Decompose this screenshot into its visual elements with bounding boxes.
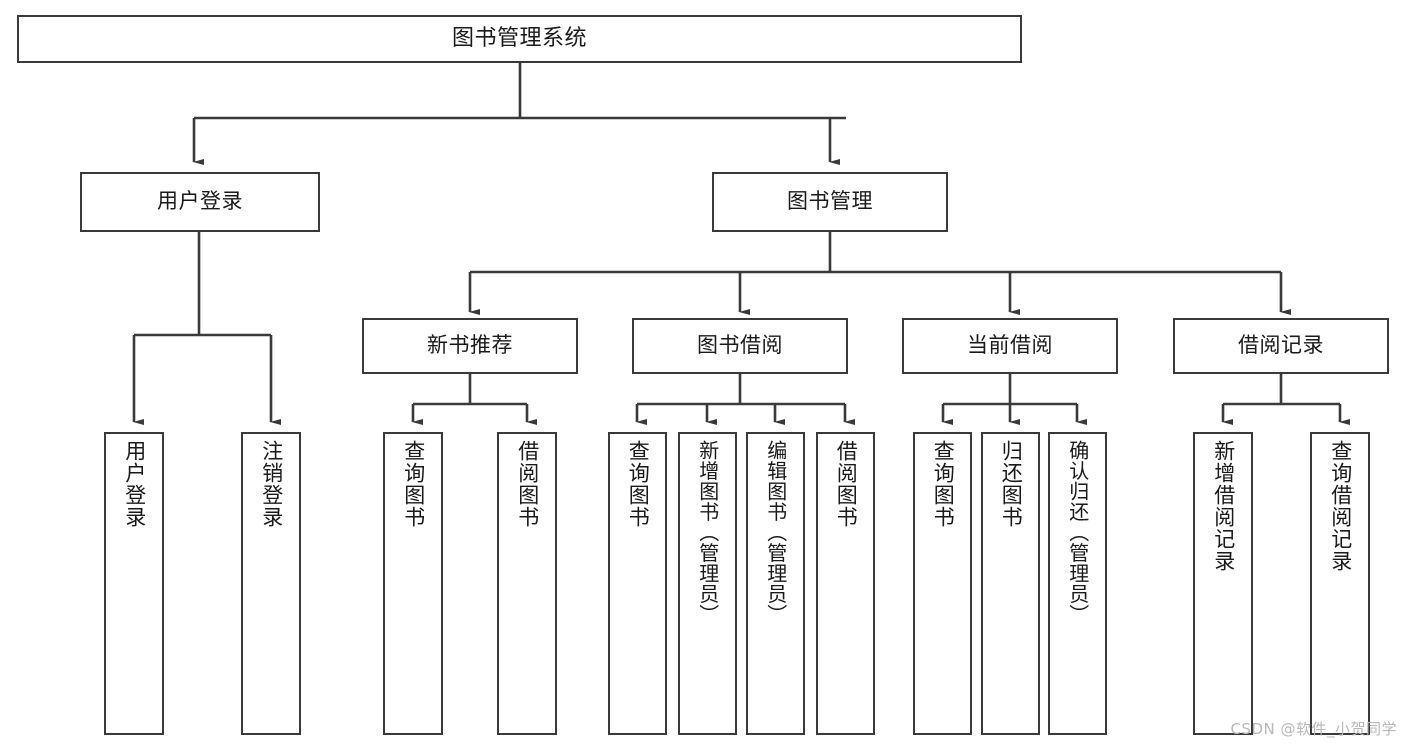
node-label: 新增借阅记录 <box>1211 440 1236 572</box>
node-borrow-record[interactable]: 借阅记录 <box>1173 318 1389 374</box>
node-leaf-user-login[interactable]: 用户登录 <box>104 432 164 735</box>
node-leaf-add-book[interactable]: 新增图书（管理员） <box>678 432 737 735</box>
node-user-login[interactable]: 用户登录 <box>80 172 320 232</box>
node-label: 图书借阅 <box>697 333 783 358</box>
node-label: 归还图书 <box>999 440 1024 528</box>
watermark-text: CSDN @软件_小贺同学 <box>1230 720 1397 738</box>
node-leaf-edit-book[interactable]: 编辑图书（管理员） <box>746 432 805 735</box>
node-book-borrow[interactable]: 图书借阅 <box>632 318 848 374</box>
node-leaf-borrow-book-1[interactable]: 借阅图书 <box>497 432 557 735</box>
node-label: 查询图书 <box>401 440 426 528</box>
node-new-book-recommend[interactable]: 新书推荐 <box>362 318 578 374</box>
node-label: 编辑图书（管理员） <box>763 440 788 625</box>
node-label: 借阅图书 <box>515 440 540 528</box>
node-book-management[interactable]: 图书管理 <box>712 172 948 232</box>
node-label: 注销登录 <box>259 440 284 528</box>
node-label: 图书管理 <box>787 189 873 214</box>
node-leaf-confirm-return[interactable]: 确认归还（管理员） <box>1048 432 1107 735</box>
node-leaf-borrow-book-2[interactable]: 借阅图书 <box>816 432 875 735</box>
node-label: 确认归还（管理员） <box>1065 440 1090 625</box>
node-label: 查询借阅记录 <box>1328 440 1353 572</box>
node-label: 新增图书（管理员） <box>695 440 720 625</box>
node-label: 借阅记录 <box>1238 333 1324 358</box>
node-label: 查询图书 <box>931 440 956 528</box>
node-leaf-add-record[interactable]: 新增借阅记录 <box>1193 432 1253 735</box>
node-leaf-query-book-3[interactable]: 查询图书 <box>913 432 972 735</box>
node-label: 新书推荐 <box>427 333 513 358</box>
node-root-system[interactable]: 图书管理系统 <box>17 15 1022 63</box>
node-leaf-query-book-2[interactable]: 查询图书 <box>608 432 667 735</box>
node-label: 查询图书 <box>626 440 651 528</box>
node-leaf-return-book[interactable]: 归还图书 <box>981 432 1040 735</box>
node-label: 用户登录 <box>157 189 243 214</box>
node-leaf-query-book-1[interactable]: 查询图书 <box>383 432 443 735</box>
node-label: 借阅图书 <box>834 440 859 528</box>
node-label: 图书管理系统 <box>451 25 587 51</box>
node-leaf-logout-login[interactable]: 注销登录 <box>241 432 301 735</box>
node-label: 当前借阅 <box>967 333 1053 358</box>
node-current-borrow[interactable]: 当前借阅 <box>902 318 1118 374</box>
node-leaf-query-record[interactable]: 查询借阅记录 <box>1310 432 1370 735</box>
node-label: 用户登录 <box>122 440 147 528</box>
